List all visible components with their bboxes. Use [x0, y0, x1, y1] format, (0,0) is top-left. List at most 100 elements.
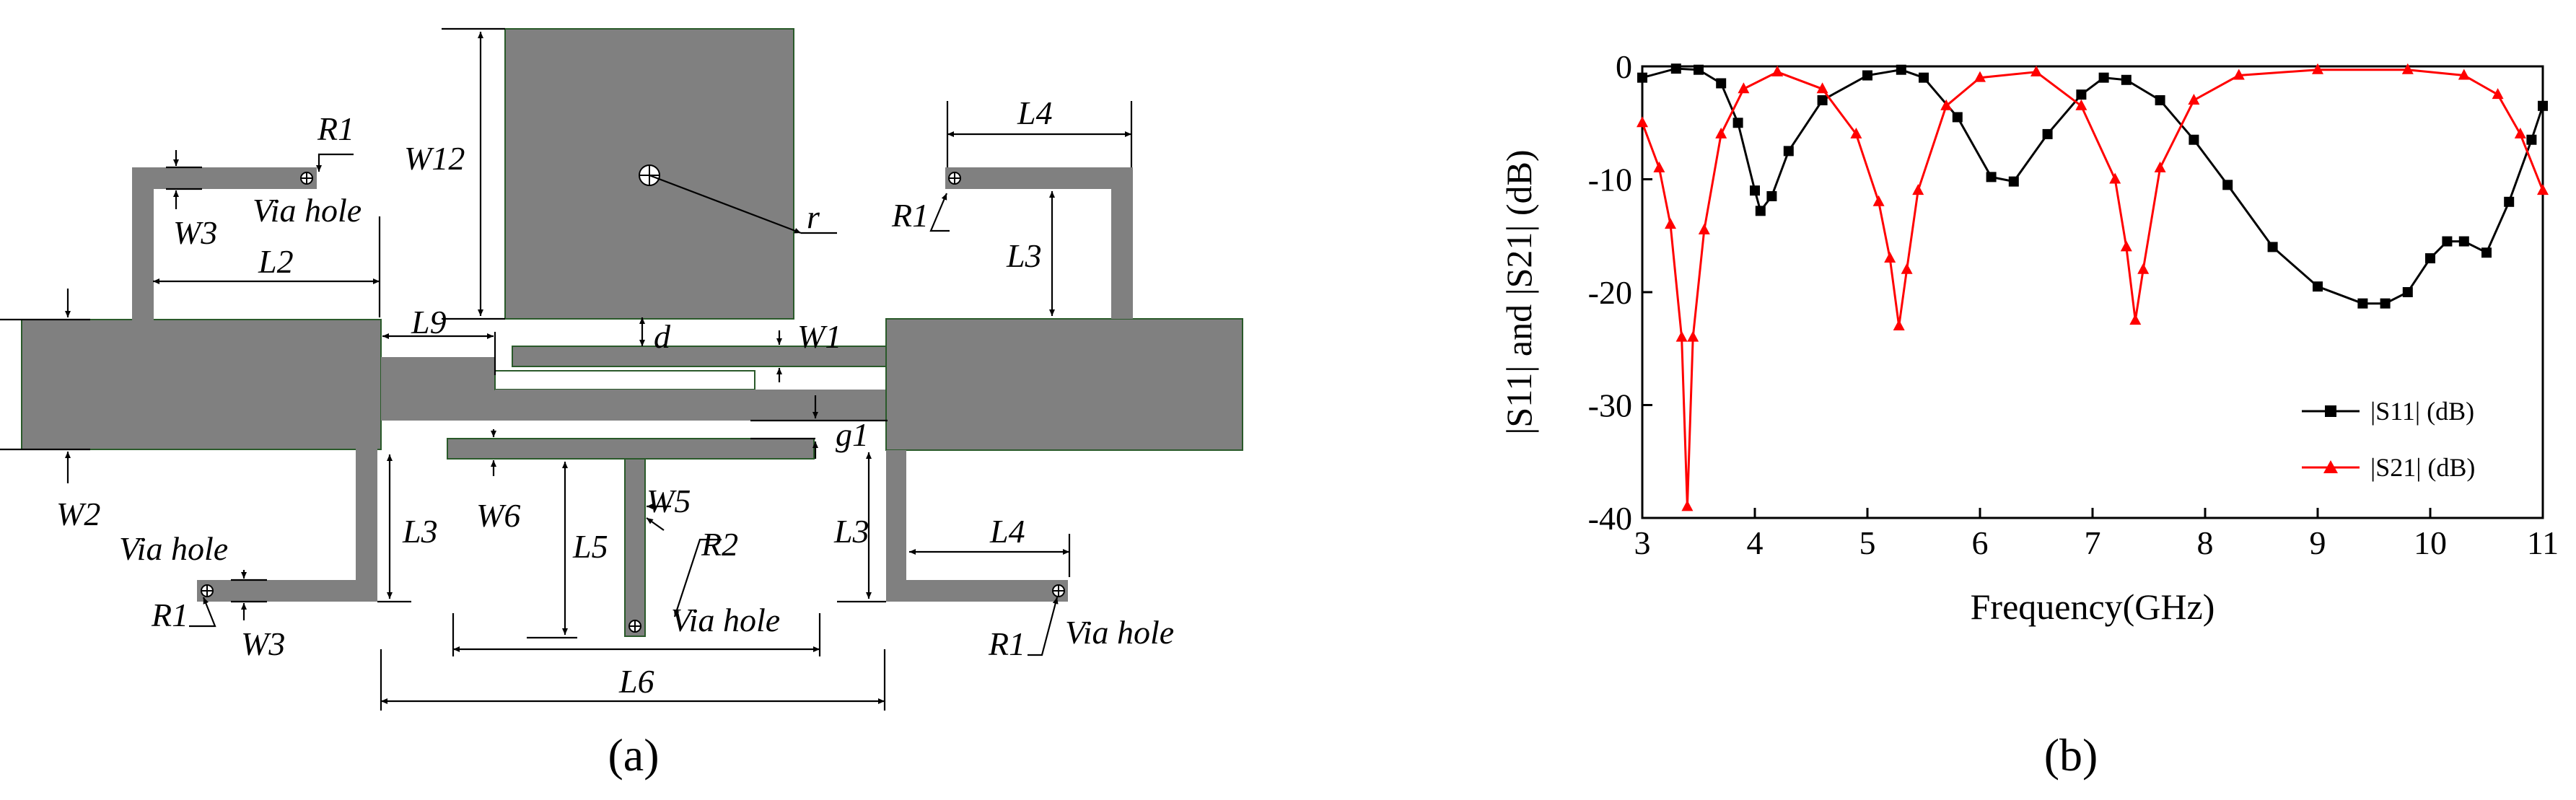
data-point-s11 — [1755, 206, 1766, 216]
data-point-s21 — [1901, 263, 1913, 274]
via-hole-icon — [201, 164, 1065, 633]
data-point-s21 — [2188, 93, 2200, 105]
series-line-0 — [1642, 67, 2544, 305]
data-point-s11 — [1896, 64, 1906, 75]
y-tick-label: -20 — [1588, 274, 1632, 311]
series-layer — [1637, 63, 2549, 511]
data-point-s11 — [1862, 70, 1872, 81]
data-point-s21 — [1771, 65, 1784, 76]
data-point-s11 — [2538, 100, 2548, 111]
stub-upper-right-horizontal — [945, 167, 1133, 189]
label-via-hole-top: Via hole — [253, 192, 362, 229]
label-d: d — [654, 318, 671, 355]
center-coupled-line — [381, 357, 495, 421]
data-point-s21 — [2137, 263, 2150, 274]
label-via-hole-left: Via hole — [119, 530, 228, 567]
data-point-s21 — [2233, 69, 2245, 80]
data-point-s11 — [2008, 176, 2019, 187]
data-point-s21 — [2401, 63, 2414, 74]
label-l4-top: L4 — [1017, 94, 1053, 131]
data-point-s11 — [1716, 78, 1727, 89]
center-inner-strip — [494, 370, 755, 390]
data-point-s21 — [1653, 161, 1665, 172]
caption-b: (b) — [2044, 729, 2098, 781]
data-point-s11 — [2357, 298, 2368, 309]
label-w3-top: W3 — [173, 214, 217, 251]
data-point-s11 — [1732, 118, 1743, 128]
label-l9: L9 — [411, 304, 447, 340]
data-point-s11 — [2222, 180, 2233, 190]
dimension-lines — [0, 27, 1133, 711]
x-tick-label: 7 — [2085, 524, 2101, 561]
x-tick-label: 10 — [2414, 524, 2447, 561]
x-tick-label: 9 — [2310, 524, 2326, 561]
data-point-s21 — [1675, 330, 1688, 342]
label-r1-right-top: R1 — [891, 197, 929, 234]
label-via-hole-right: Via hole — [1065, 614, 1174, 651]
data-point-s21 — [1637, 116, 1648, 128]
data-point-s11 — [2425, 253, 2435, 264]
right-feed-line — [885, 318, 1243, 451]
data-point-s11 — [2121, 74, 2132, 85]
data-point-s11 — [2458, 236, 2469, 247]
x-tick-label: 6 — [1972, 524, 1989, 561]
x-tick-label: 8 — [2197, 524, 2214, 561]
data-point-s21 — [1687, 330, 1699, 342]
legend-marker-s11 — [2325, 405, 2336, 417]
data-point-s11 — [1750, 185, 1760, 196]
data-point-s11 — [2076, 89, 2087, 100]
label-l2: L2 — [258, 243, 294, 280]
label-l5: L5 — [572, 528, 608, 565]
data-point-s21 — [1738, 82, 1750, 94]
data-point-s21 — [2537, 184, 2549, 195]
label-l3-left: L3 — [402, 513, 438, 550]
label-l3-right: L3 — [833, 513, 869, 550]
data-point-s21 — [2030, 65, 2042, 76]
legend: |S11| (dB) |S21| (dB) — [2302, 397, 2475, 482]
data-point-s21 — [2514, 127, 2526, 139]
t-stub — [624, 458, 646, 637]
data-point-s21 — [1698, 223, 1710, 234]
data-point-s11 — [2504, 196, 2515, 207]
center-lower-arm — [495, 390, 886, 421]
label-w6: W6 — [476, 497, 520, 534]
data-point-s21 — [1940, 99, 1953, 110]
label-r1-top: R1 — [317, 110, 354, 147]
label-r: r — [807, 198, 820, 235]
label-via-hole-center: Via hole — [671, 602, 780, 638]
data-point-s11 — [2481, 247, 2492, 258]
upper-coupled-strip — [512, 346, 887, 367]
y-tick-label: -30 — [1588, 387, 1632, 424]
stub-lower-right-vertical — [886, 450, 906, 602]
data-point-s11 — [2380, 298, 2391, 309]
stub-upper-left-vertical — [132, 167, 154, 322]
stub-lower-left-horizontal — [197, 580, 377, 602]
data-point-s21 — [2458, 69, 2470, 80]
data-point-s21 — [1974, 71, 1986, 82]
data-point-s21 — [1893, 319, 1905, 330]
data-point-s11 — [2402, 287, 2413, 297]
data-point-s11 — [1986, 172, 1997, 183]
label-l3-upper-right: L3 — [1006, 237, 1042, 274]
data-point-s11 — [2189, 134, 2199, 145]
data-point-s21 — [2129, 314, 2142, 325]
data-point-s11 — [2313, 281, 2323, 292]
left-feed-line — [21, 319, 382, 450]
x-tick-label: 3 — [1634, 524, 1651, 561]
data-point-s11 — [2267, 242, 2278, 252]
label-w12: W12 — [404, 140, 465, 177]
label-l4-bottom: L4 — [989, 513, 1025, 550]
x-axis-label: Frequency(GHz) — [1971, 586, 2215, 627]
data-point-s11 — [2098, 72, 2109, 83]
data-point-s21 — [2120, 240, 2132, 252]
data-point-s11 — [1637, 72, 1647, 83]
y-tick-label: 0 — [1616, 48, 1632, 85]
data-point-s21 — [1816, 82, 1828, 94]
legend-marker-s21 — [2323, 460, 2338, 473]
data-point-s11 — [1670, 63, 1681, 74]
x-tick-label: 5 — [1859, 524, 1876, 561]
data-point-s21 — [2154, 161, 2166, 172]
data-point-s21 — [1884, 252, 1896, 263]
data-point-s11 — [1952, 112, 1963, 123]
